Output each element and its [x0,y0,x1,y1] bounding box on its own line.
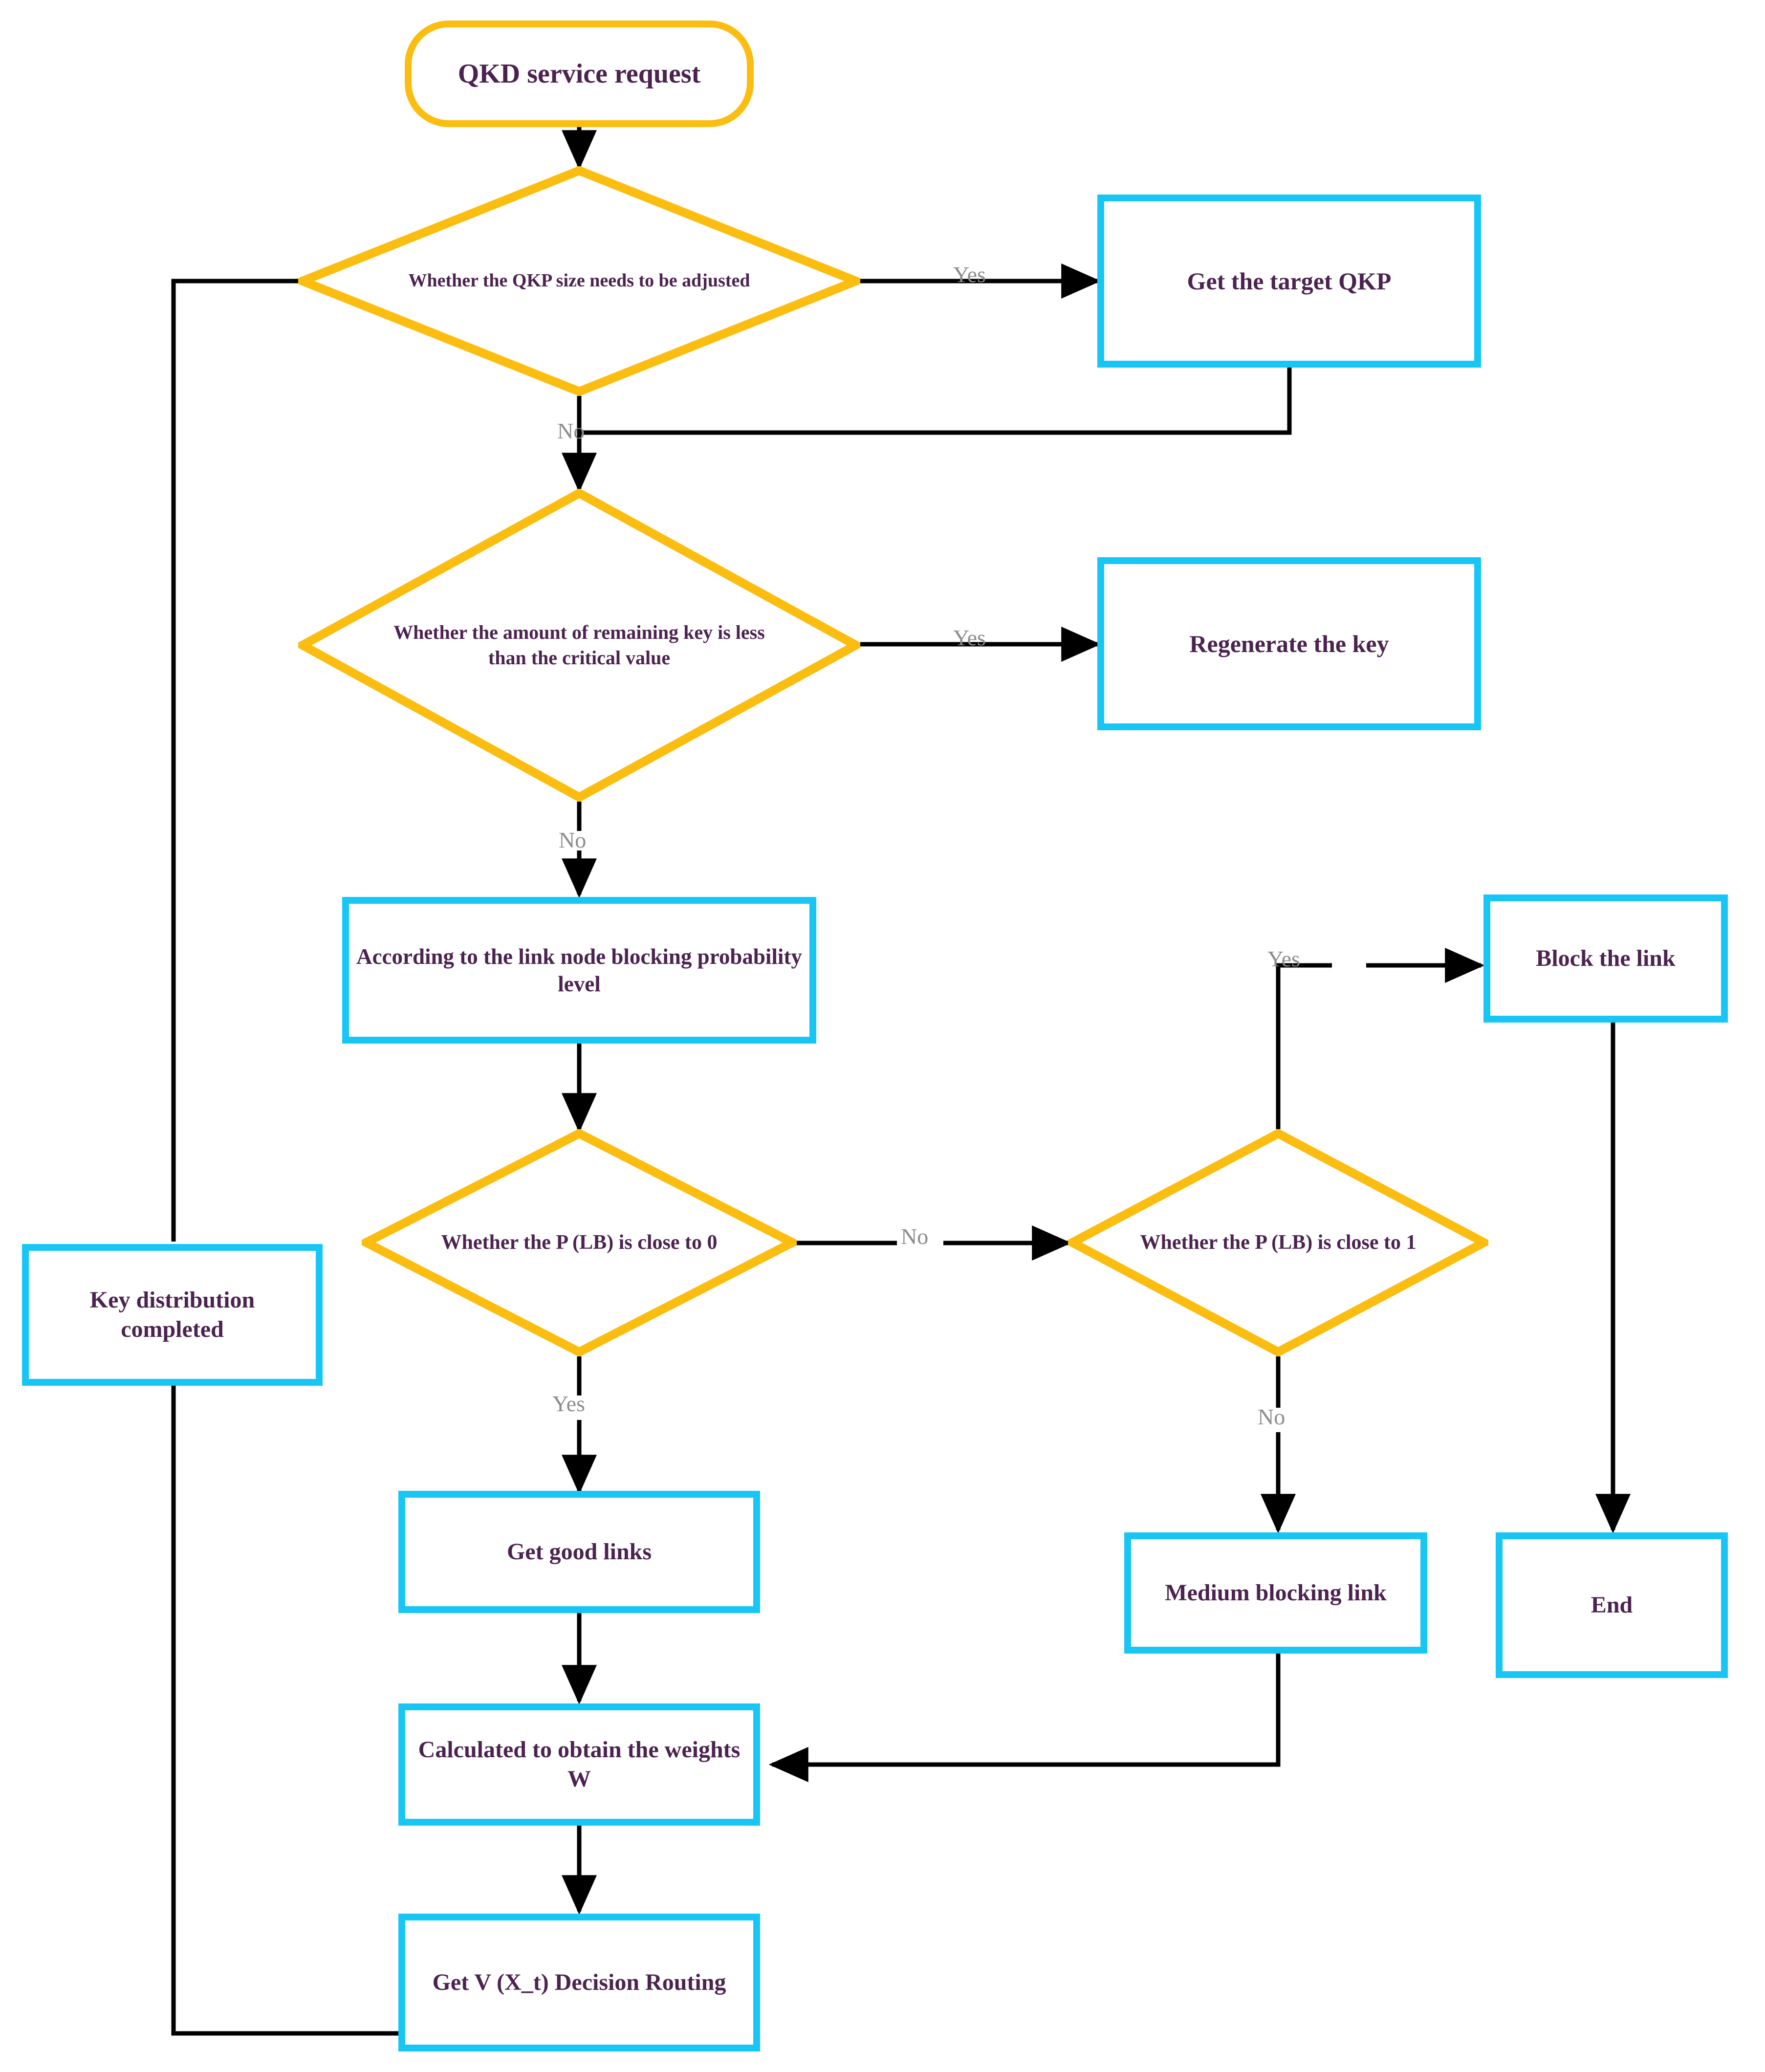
node-get-target-qkp-label: Get the target QKP [1187,267,1392,295]
edge-label-remain-no: No [559,828,587,852]
node-end-label: End [1591,1592,1633,1618]
node-regenerate-key[interactable]: Regenerate the key [1097,557,1481,730]
node-decision-plb-close-0[interactable]: Whether the P (LB) is close to 0 [362,1129,797,1356]
node-decision-plb-close-0-label: Whether the P (LB) is close to 0 [441,1231,718,1254]
node-decision-qkp-size-label: Whether the QKP size needs to be adjuste… [408,270,750,291]
node-decision-qkp-size[interactable]: Whether the QKP size needs to be adjuste… [298,166,860,396]
node-decision-routing-label: Get V (X_t) Decision Routing [432,1969,726,1995]
node-decision-remaining-key-label: Whether the amount of remaining key is l… [393,621,765,669]
node-key-distribution-completed-label: Key distribution completed [89,1287,255,1342]
node-decision-plb-close-1[interactable]: Whether the P (LB) is close to 1 [1068,1129,1488,1356]
edge-label-qkp-yes: Yes [953,262,986,287]
node-block-the-link-label: Block the link [1536,945,1676,971]
edge-medium-to-weights [768,1652,1281,1782]
node-decision-remaining-key[interactable]: Whether the amount of remaining key is l… [298,489,860,802]
node-start-label: QKD service request [458,59,701,89]
edge-getqkp-return [579,368,1292,435]
node-decision-plb-close-1-label: Whether the P (LB) is close to 1 [1140,1231,1416,1254]
diamond-shape [298,489,860,802]
node-get-target-qkp[interactable]: Get the target QKP [1097,195,1481,368]
node-calculate-weights-label: Calculated to obtain the weights W [418,1737,741,1792]
node-key-distribution-completed[interactable]: Key distribution completed [22,1244,323,1386]
diamond-shape [298,166,860,396]
node-start[interactable]: QKD service request [405,21,754,127]
node-medium-blocking-link[interactable]: Medium blocking link [1124,1532,1427,1654]
diamond-shape [1068,1129,1488,1356]
node-according-blocking-level[interactable]: According to the link node blocking prob… [342,897,816,1044]
node-get-good-links-label: Get good links [506,1539,652,1565]
node-block-the-link[interactable]: Block the link [1483,894,1728,1023]
edge-label-plb1-no: No [1258,1404,1286,1429]
edge-label-plb0-no: No [901,1224,929,1249]
node-end[interactable]: End [1496,1532,1728,1678]
edge-plb1-yes [1276,965,1481,1129]
node-calculate-weights[interactable]: Calculated to obtain the weights W [398,1703,760,1826]
edge-label-qkp-no: No [557,418,585,443]
diamond-shape [362,1129,797,1356]
edge-label-plb1-yes: Yes [1267,946,1300,971]
node-medium-blocking-link-label: Medium blocking link [1165,1580,1387,1606]
edge-label-remain-yes: Yes [953,625,986,650]
node-according-blocking-level-label: According to the link node blocking prob… [356,944,802,996]
node-get-good-links[interactable]: Get good links [398,1491,760,1613]
node-regenerate-key-label: Regenerate the key [1189,630,1389,657]
edge-label-plb0-yes: Yes [552,1391,585,1416]
node-decision-routing[interactable]: Get V (X_t) Decision Routing [398,1914,760,2051]
